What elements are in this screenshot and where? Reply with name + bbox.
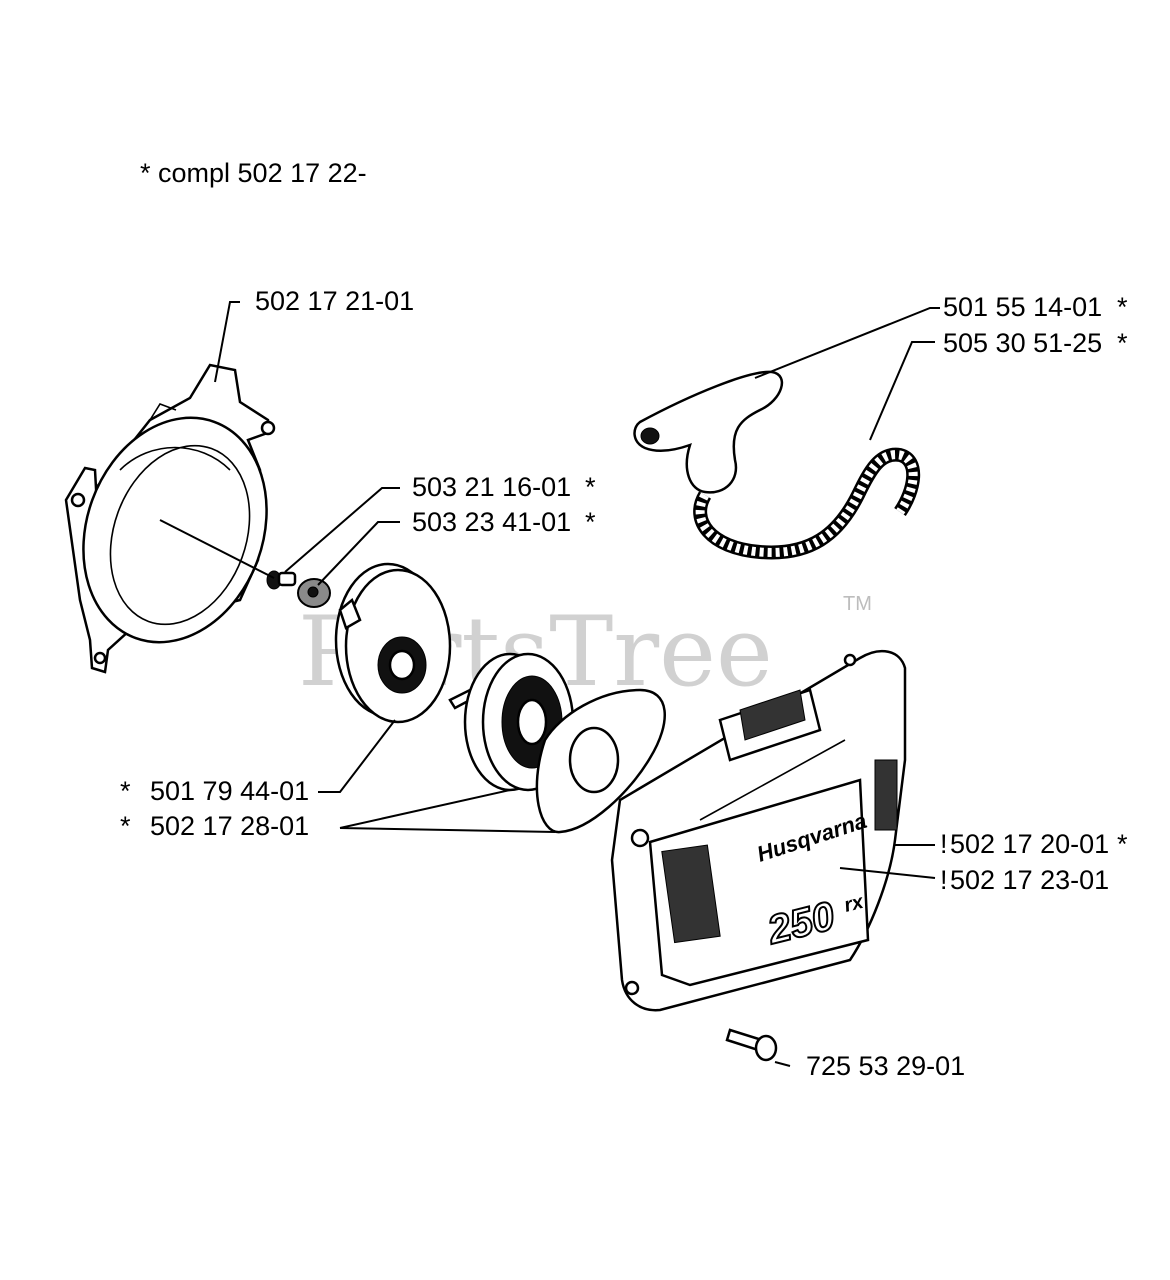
- starter-housing-star: *: [1117, 829, 1128, 859]
- screw-leader: [284, 487, 400, 573]
- washer-star: *: [585, 507, 596, 537]
- handle-leader: [754, 307, 940, 379]
- fan-housing-label: 502 17 21-01: [255, 286, 414, 316]
- screw-axis-line: [159, 519, 275, 579]
- screw-label: 503 21 16-01: [412, 472, 571, 502]
- pulley-star: *: [120, 776, 131, 806]
- rope-star: *: [1117, 328, 1128, 358]
- fan-housing-part[interactable]: [53, 363, 297, 674]
- handle-label: 501 55 14-01: [943, 292, 1102, 322]
- pulley-leader: [318, 719, 396, 793]
- rope-label: 505 30 51-25: [943, 328, 1102, 358]
- watermark-tm: TM: [843, 593, 872, 615]
- washer-leader: [317, 521, 400, 586]
- bolt-label: 725 53 29-01: [806, 1051, 965, 1081]
- starter-housing-prefix: !: [940, 829, 948, 859]
- rope-part[interactable]: [693, 447, 921, 560]
- kit-note: * compl 502 17 22-: [140, 158, 367, 188]
- spring-star: *: [120, 811, 131, 841]
- bolt-leader: [774, 1061, 791, 1067]
- screw-part[interactable]: [266, 570, 297, 590]
- spring-label: 502 17 28-01: [150, 811, 309, 841]
- starter-housing-label: 502 17 20-01: [950, 829, 1109, 859]
- washer-part[interactable]: [297, 578, 331, 608]
- handle-star: *: [1117, 292, 1128, 322]
- screw-star: *: [585, 472, 596, 502]
- fan-housing-leader: [214, 301, 240, 383]
- starter-housing-part[interactable]: Husqvarna 250 rx: [610, 649, 907, 1012]
- washer-label: 503 23 41-01: [412, 507, 571, 537]
- decal-leader: [839, 867, 936, 879]
- pulley-part[interactable]: [334, 562, 452, 724]
- pulley-label: 501 79 44-01: [150, 776, 309, 806]
- decal-label: 502 17 23-01: [950, 865, 1109, 895]
- handle-part[interactable]: [633, 370, 784, 494]
- bolt-part[interactable]: [725, 1028, 778, 1062]
- rope-leader: [869, 341, 935, 441]
- spring-leader: [339, 789, 556, 833]
- decal-prefix: !: [940, 865, 948, 895]
- starter-plate-part[interactable]: [535, 688, 666, 834]
